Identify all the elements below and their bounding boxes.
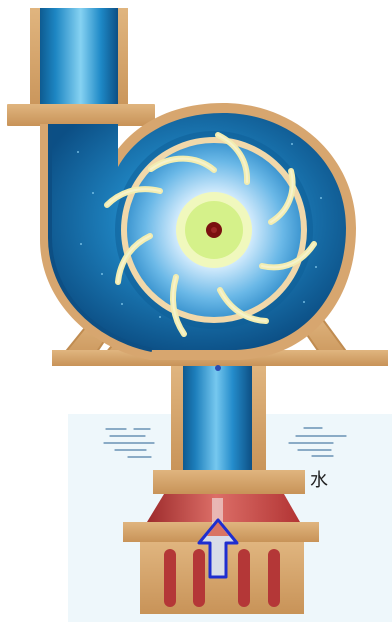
suction-pipe bbox=[171, 365, 266, 474]
discharge-pipe bbox=[7, 8, 155, 126]
water-label: 水 bbox=[310, 472, 328, 490]
